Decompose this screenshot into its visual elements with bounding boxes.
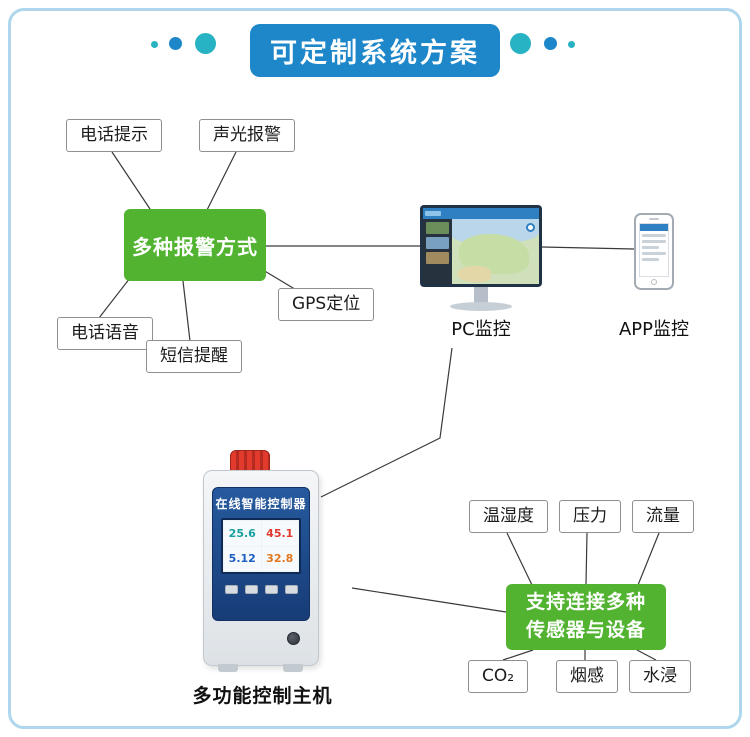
camera-thumbnail: [426, 222, 449, 234]
decor-dot-left-large: [195, 33, 216, 54]
sensors-main-line1: 支持连接多种: [525, 591, 646, 614]
controller-buttons: [213, 585, 309, 594]
controller-screen-title: 在线智能控制器: [215, 497, 307, 511]
alarm-phone-tip-box: 电话提示: [66, 119, 162, 153]
phone-speaker: [649, 218, 659, 220]
decor-dot-right-medium: [544, 37, 557, 50]
monitor-stand: [474, 287, 488, 304]
reading-value: 45.1: [261, 521, 298, 546]
pc-monitor: [420, 205, 542, 287]
decor-dot-left-medium: [169, 37, 182, 50]
sensor-smoke-box: 烟感: [556, 660, 618, 694]
camera-thumbnail: [426, 237, 449, 249]
controller-label: 多功能控制主机: [192, 685, 333, 707]
sensors-main-line2: 传感器与设备: [525, 619, 646, 641]
sensors-main-box: 支持连接多种 传感器与设备: [506, 584, 666, 650]
monitor-logo: [425, 211, 441, 216]
alarm-main-box: 多种报警方式: [124, 209, 266, 281]
phone-list-row: [642, 246, 659, 249]
phone-screen: [639, 223, 669, 277]
alarm-sms-box: 短信提醒: [146, 340, 242, 374]
controller-foot: [283, 664, 303, 672]
phone-list-row: [642, 234, 666, 237]
alarm-sound-light-box: 声光报警: [199, 119, 295, 153]
map-sand-area: [457, 266, 491, 282]
sensor-water-box: 水浸: [629, 660, 691, 694]
monitor-sidebar: [423, 219, 452, 284]
phone-list-row: [642, 240, 666, 243]
sensor-temp-humidity-box: 温湿度: [469, 500, 548, 534]
decor-dot-right-small: [568, 41, 575, 48]
sensor-co2-box: CO₂: [468, 660, 529, 694]
map-marker-icon: [526, 223, 535, 232]
alarm-phone-voice-box: 电话语音: [57, 317, 153, 351]
phone-home-button: [651, 279, 657, 285]
controller-foot: [218, 664, 238, 672]
reading-value: 25.6: [224, 521, 261, 546]
sensor-flow-box: 流量: [632, 500, 694, 534]
pc-monitoring-label: PC监控: [451, 319, 511, 340]
phone-list-row: [642, 258, 659, 261]
page-title: 可定制系统方案: [250, 24, 500, 77]
reading-value: 5.12: [224, 546, 261, 571]
monitor-toolbar: [423, 208, 539, 219]
monitor-base: [450, 302, 512, 311]
controller-front-panel: 在线智能控制器 25.6 45.1 5.12 32.8: [212, 487, 310, 621]
alarm-gps-box: GPS定位: [278, 288, 375, 322]
decor-dot-right-large: [510, 33, 531, 54]
app-phone: [634, 213, 674, 290]
decor-dot-left-small: [151, 41, 158, 48]
controller-buzzer: [287, 632, 300, 645]
reading-value: 32.8: [261, 546, 298, 571]
controller-button: [224, 585, 238, 594]
app-monitoring-label: APP监控: [618, 319, 690, 340]
camera-thumbnail: [426, 252, 449, 264]
pc-monitor-screen: [423, 208, 539, 284]
controller-button: [264, 585, 278, 594]
controller-lcd-screen: 25.6 45.1 5.12 32.8: [221, 518, 301, 574]
controller-button: [284, 585, 298, 594]
controller-button: [244, 585, 258, 594]
phone-list-row: [642, 252, 666, 255]
phone-app-header: [640, 224, 668, 231]
sensor-pressure-box: 压力: [559, 500, 621, 534]
